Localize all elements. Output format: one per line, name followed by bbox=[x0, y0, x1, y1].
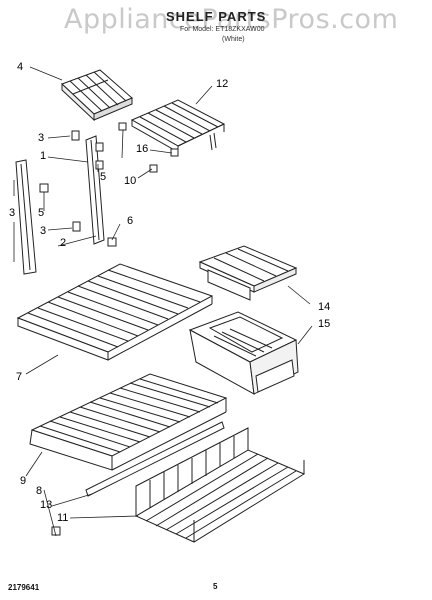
clips-and-screws bbox=[39, 122, 179, 536]
callout-11: 11 bbox=[57, 512, 69, 524]
small-tray-shelf-part bbox=[198, 245, 298, 301]
callout-1: 1 bbox=[40, 150, 47, 162]
leader-lines bbox=[13, 66, 313, 537]
color-subtitle: (White) bbox=[222, 36, 245, 43]
callout-3-left: 3 bbox=[9, 207, 16, 219]
large-wire-shelf-part bbox=[16, 263, 214, 361]
ice-tray-part bbox=[61, 69, 133, 122]
callout-12: 12 bbox=[216, 78, 229, 90]
callout-9: 9 bbox=[20, 475, 27, 487]
model-subtitle: For Model: ET18ZKXAW00 bbox=[180, 26, 265, 33]
page-number: 5 bbox=[213, 582, 218, 591]
storage-bin-part bbox=[188, 311, 299, 395]
callout-10: 10 bbox=[124, 175, 137, 187]
callout-8: 8 bbox=[36, 485, 43, 497]
wire-basket-part bbox=[134, 427, 306, 543]
small-wire-shelf-part bbox=[130, 99, 226, 153]
shelf-rail-long-part bbox=[15, 159, 37, 275]
document-number: 2179641 bbox=[8, 583, 40, 592]
watermark: AppliancePartsPros.com bbox=[64, 4, 399, 35]
callout-2: 2 bbox=[60, 237, 67, 249]
callout-5-lower: 5 bbox=[38, 207, 45, 219]
callout-13: 13 bbox=[40, 499, 53, 511]
callout-5: 5 bbox=[100, 171, 107, 183]
callout-3-lower: 3 bbox=[40, 225, 47, 237]
callout-3: 3 bbox=[38, 132, 45, 144]
callout-14: 14 bbox=[318, 301, 331, 313]
diagram-title: SHELF PARTS bbox=[166, 9, 267, 24]
trim-strip-part bbox=[85, 421, 225, 497]
callout-7: 7 bbox=[16, 371, 23, 383]
callout-15: 15 bbox=[318, 318, 331, 330]
shelf-rail-short-part bbox=[85, 135, 105, 245]
lower-wire-shelf-part bbox=[29, 373, 228, 471]
callout-6: 6 bbox=[127, 215, 134, 227]
callout-16: 16 bbox=[136, 143, 149, 155]
callout-4: 4 bbox=[17, 61, 24, 73]
